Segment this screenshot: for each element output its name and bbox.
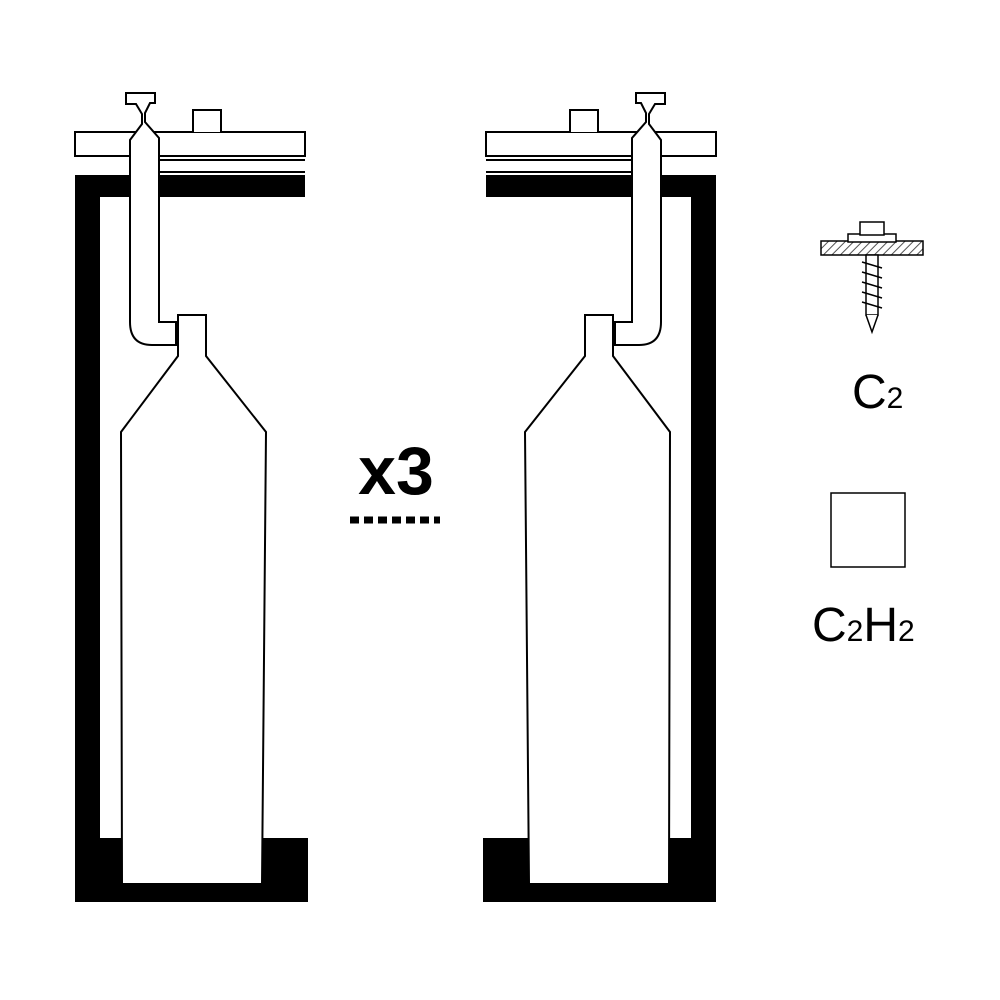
right-cabinet-foot [483,838,529,902]
right-cabinet-frame [483,175,716,902]
right-cabinet [483,92,717,902]
square-outline-icon [830,492,906,568]
right-top-panel [485,109,717,173]
roofing-screw-icon [820,221,924,335]
left-cabinet-frame [75,175,308,902]
right-valve-pipe [614,92,666,346]
multiplier-label: x3 [358,433,434,509]
left-top-panel [74,109,306,173]
screw-legend-label: C2 [852,366,903,419]
square-legend-label: C2H2 [812,599,915,652]
left-valve-pipe [125,92,177,346]
left-cabinet [74,92,308,902]
right-gas-cylinder [523,314,672,885]
left-cabinet-foot [262,838,308,902]
left-gas-cylinder [119,314,268,885]
